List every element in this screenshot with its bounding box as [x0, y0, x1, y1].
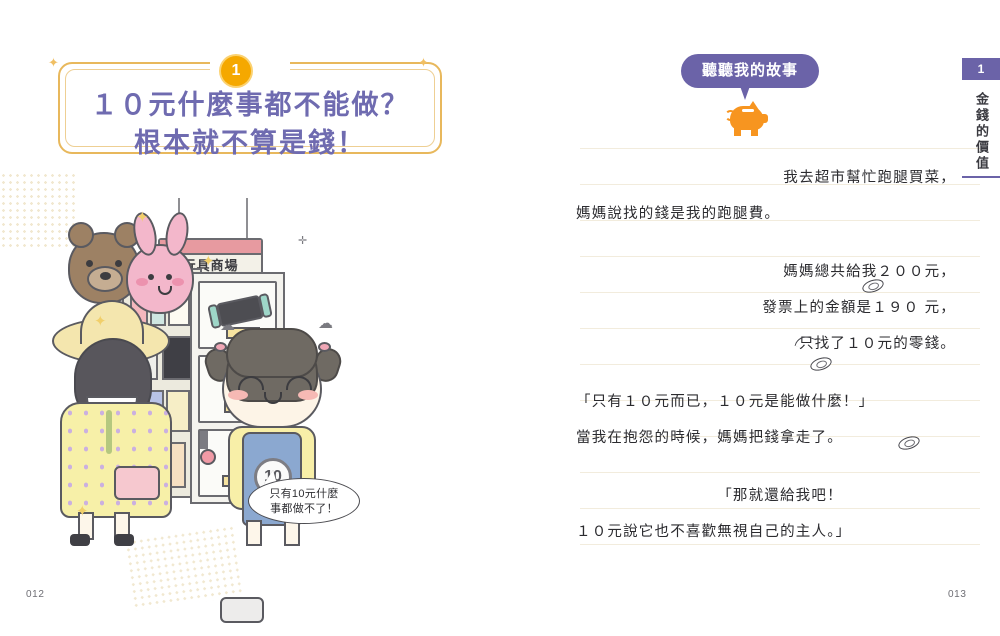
- chapter-tab-rule: [962, 176, 1000, 178]
- rule-line: [580, 220, 980, 221]
- story-line: 「那就還給我吧！: [717, 488, 843, 504]
- right-page: 聽聽我的故事 我去超市幫忙跑腿買菜， 媽媽說找的錢是我的跑腿費。媽媽總共給我２００…: [500, 0, 1000, 636]
- sparkle-icon: ✦: [76, 503, 89, 520]
- story-banner-tail: [740, 86, 750, 100]
- piggy-snout: [759, 114, 768, 123]
- piggy-ear: [747, 101, 759, 110]
- sparkle-icon: ✦: [418, 55, 429, 70]
- rule-line: [580, 364, 980, 365]
- piggy-tail: [725, 110, 736, 121]
- page-number-left: 012: [26, 589, 45, 600]
- speech-line-2: 事都做不了！: [270, 502, 338, 515]
- mother-shoe: [114, 534, 134, 546]
- rule-line: [580, 148, 980, 149]
- rule-line: [580, 436, 980, 437]
- bunny-eye: [166, 274, 172, 280]
- speech-bubble-text: 只有10元什麼 事都做不了！: [249, 487, 359, 517]
- bunny-blush: [136, 278, 148, 286]
- rule-line: [580, 256, 980, 257]
- joystick-shaft: [200, 431, 208, 449]
- story-line: 只找了１０元的零錢。: [799, 336, 956, 352]
- girl-mouth: [264, 392, 282, 404]
- piggy-bank-icon: [725, 101, 768, 136]
- mother-bag-strap: [106, 410, 112, 454]
- dot-pattern-decoration: [0, 172, 78, 250]
- bunny-blush: [172, 278, 184, 286]
- chapter-tab-title: 金錢的價值: [974, 92, 989, 172]
- bear-nose: [100, 272, 111, 280]
- rule-line: [580, 292, 980, 293]
- girl-blush: [298, 390, 318, 400]
- piggy-coin-slot: [742, 109, 754, 112]
- rule-line: [580, 184, 980, 185]
- girl-leg: [246, 520, 262, 546]
- sparkle-icon: ✦: [136, 209, 149, 226]
- page-number-right: 013: [948, 589, 967, 600]
- story-line: 「只有１０元而已，１０元是能做什麼！」: [576, 394, 875, 410]
- story-paragraph: 「那就還給我吧！ １０元說它也不喜歡無視自己的主人。」: [570, 478, 990, 550]
- mother-dress: [60, 402, 172, 518]
- bear-eye: [115, 260, 122, 267]
- story-line: 我去超市幫忙跑腿買菜，: [783, 170, 956, 186]
- chapter-tab-number: 1: [962, 58, 1000, 80]
- sign-rod: [246, 198, 248, 240]
- page-title-line-2: 根本就不算是錢！: [134, 128, 366, 159]
- chapter-number-badge: 1: [221, 56, 251, 86]
- piggy-leg: [751, 128, 758, 136]
- toy-store-illustration: 玩具商場: [30, 190, 450, 623]
- bunny-mouth: [158, 286, 172, 295]
- piggy-leg: [734, 128, 741, 136]
- story-line: １０元說它也不喜歡無視自己的主人。」: [576, 524, 852, 540]
- left-page: ✦ ✦ 1 １０元什麼事都不能做？ 根本就不算是錢！ 玩具商場: [0, 0, 500, 636]
- mother-shoe: [70, 534, 90, 546]
- page-title: １０元什麼事都不能做？ 根本就不算是錢！: [58, 86, 442, 163]
- joystick-ball: [200, 449, 216, 465]
- story-paragraph: 「只有１０元而已，１０元是能做什麼！」當我在抱怨的時候，媽媽把錢拿走了。: [570, 384, 990, 456]
- bunny-eye: [148, 274, 154, 280]
- sparkle-icon: ✦: [94, 313, 107, 330]
- story-line: 發票上的金額是１９０ 元，: [762, 300, 956, 316]
- story-paragraph: 媽媽總共給我２００元， 發票上的金額是１９０ 元， 只找了１０元的零錢。: [570, 254, 990, 362]
- bear-muzzle: [87, 266, 123, 292]
- story-banner: 聽聽我的故事: [681, 54, 819, 88]
- mother-straw-hat: [52, 300, 170, 364]
- hat-crown: [80, 300, 144, 344]
- bunny-plush: [126, 210, 194, 314]
- sparkle-icon: ✛: [298, 235, 308, 247]
- rule-line: [580, 544, 980, 545]
- speech-bubble: 只有10元什麼 事都做不了！: [248, 478, 360, 524]
- arcade-stick: [220, 597, 264, 623]
- rule-line: [580, 328, 980, 329]
- girl-blush: [228, 390, 248, 400]
- sparkle-icon: ✦: [202, 253, 215, 270]
- story-text: 我去超市幫忙跑腿買菜， 媽媽說找的錢是我的跑腿費。媽媽總共給我２００元， 發票上的金…: [570, 160, 990, 572]
- bear-eye: [86, 260, 93, 267]
- story-line: 媽媽說找的錢是我的跑腿費。: [576, 206, 781, 222]
- sparkle-icon: ✦: [48, 55, 59, 70]
- page-title-line-1: １０元什麼事都不能做？: [90, 90, 410, 120]
- rule-line: [580, 472, 980, 473]
- girl-hair-bow: [318, 342, 331, 352]
- speech-line-1: 只有10元什麼: [269, 488, 339, 500]
- anger-puff-icon: ☁: [318, 315, 333, 332]
- story-paragraph: 我去超市幫忙跑腿買菜， 媽媽說找的錢是我的跑腿費。: [570, 160, 990, 232]
- rule-line: [580, 400, 980, 401]
- girl-bangs: [226, 328, 318, 378]
- ruled-lines: [580, 148, 980, 568]
- story-line: 媽媽總共給我２００元，: [783, 264, 956, 280]
- mother-handbag: [114, 466, 160, 500]
- rule-line: [580, 508, 980, 509]
- story-line: 當我在抱怨的時候，媽媽把錢拿走了。: [576, 430, 843, 446]
- anger-puff-icon: ☁: [220, 317, 235, 334]
- girl-hair-bow: [214, 342, 227, 352]
- bear-ear-icon: [68, 222, 94, 248]
